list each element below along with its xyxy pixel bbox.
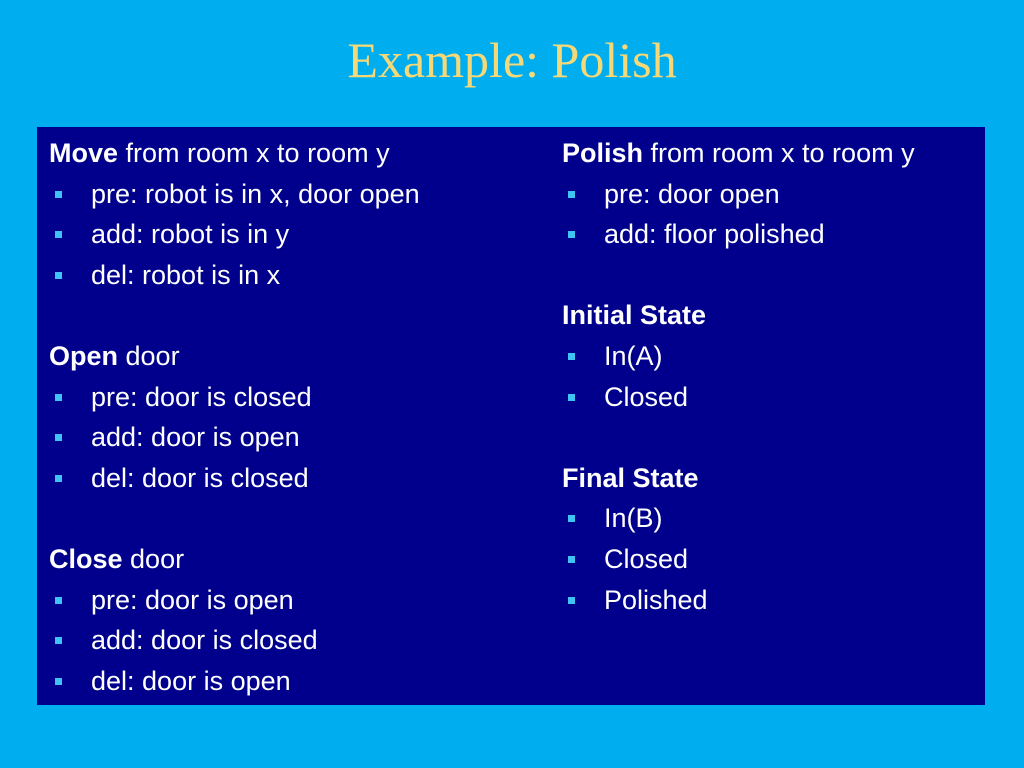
move-heading-bold: Move bbox=[49, 138, 119, 168]
list-item: pre: door open bbox=[562, 174, 982, 215]
open-heading: Open door bbox=[49, 336, 549, 377]
square-bullet-icon bbox=[49, 580, 91, 621]
list-item-text: In(B) bbox=[604, 503, 663, 534]
close-heading-bold: Close bbox=[49, 543, 123, 574]
square-bullet-icon bbox=[49, 417, 91, 458]
list-item-text: Closed bbox=[604, 543, 689, 574]
square-bullet-icon bbox=[562, 580, 604, 621]
square-bullet-icon bbox=[49, 661, 91, 702]
square-bullet-icon bbox=[49, 620, 91, 661]
list-item-text: Polished bbox=[604, 584, 708, 615]
open-heading-rest: door bbox=[118, 340, 180, 371]
move-heading-rest: from room x to room y bbox=[118, 138, 390, 168]
polish-heading: Polish from room x to room y bbox=[562, 133, 982, 174]
list-item: pre: robot is in x, door open bbox=[49, 174, 549, 215]
list-item: add: door is closed bbox=[49, 620, 549, 661]
square-bullet-icon bbox=[49, 458, 91, 499]
list-item-text: Closed bbox=[604, 381, 689, 412]
content-panel: Move from room x to room y pre: robot is… bbox=[37, 127, 985, 705]
square-bullet-icon bbox=[562, 214, 604, 255]
initial-state-heading-bold: Initial State bbox=[562, 300, 707, 331]
list-item: pre: door is open bbox=[49, 580, 549, 621]
final-state-heading-bold: Final State bbox=[562, 462, 699, 493]
left-column: Move from room x to room y pre: robot is… bbox=[49, 133, 549, 701]
square-bullet-icon bbox=[562, 539, 604, 580]
list-item: Closed bbox=[562, 539, 982, 580]
list-item-text: add: robot is in y bbox=[91, 219, 290, 250]
list-item: add: floor polished bbox=[562, 214, 982, 255]
square-bullet-icon bbox=[562, 377, 604, 418]
list-item: add: door is open bbox=[49, 417, 549, 458]
spacer bbox=[49, 498, 549, 539]
final-state-heading: Final State bbox=[562, 458, 982, 499]
square-bullet-icon bbox=[49, 214, 91, 255]
move-heading: Move from room x to room y bbox=[49, 133, 549, 174]
list-item-text: add: door is closed bbox=[91, 625, 318, 656]
square-bullet-icon bbox=[49, 255, 91, 296]
square-bullet-icon bbox=[562, 174, 604, 215]
right-column: Polish from room x to room y pre: door o… bbox=[562, 133, 982, 620]
list-item-text: del: door is closed bbox=[91, 462, 309, 493]
spacer bbox=[562, 255, 982, 296]
close-heading: Close door bbox=[49, 539, 549, 580]
square-bullet-icon bbox=[562, 498, 604, 539]
spacer bbox=[562, 417, 982, 458]
initial-state-heading: Initial State bbox=[562, 295, 982, 336]
list-item: Closed bbox=[562, 377, 982, 418]
list-item-text: pre: door is open bbox=[91, 584, 294, 615]
list-item-text: add: floor polished bbox=[604, 219, 825, 250]
list-item-text: add: door is open bbox=[91, 422, 300, 453]
slide-title: Example: Polish bbox=[347, 32, 677, 88]
square-bullet-icon bbox=[49, 377, 91, 418]
list-item: In(A) bbox=[562, 336, 982, 377]
list-item-text: del: robot is in x bbox=[91, 259, 281, 290]
list-item-text: In(A) bbox=[604, 340, 663, 371]
list-item-text: del: door is open bbox=[91, 665, 291, 696]
list-item: In(B) bbox=[562, 498, 982, 539]
list-item: add: robot is in y bbox=[49, 214, 549, 255]
list-item: del: door is open bbox=[49, 661, 549, 702]
polish-heading-bold: Polish bbox=[562, 138, 644, 168]
polish-heading-rest: from room x to room y bbox=[643, 138, 915, 168]
square-bullet-icon bbox=[562, 336, 604, 377]
list-item-text: pre: robot is in x, door open bbox=[91, 178, 420, 209]
list-item-text: pre: door open bbox=[604, 178, 780, 209]
close-heading-rest: door bbox=[122, 543, 185, 574]
list-item-text: pre: door is closed bbox=[91, 381, 312, 412]
list-item: del: door is closed bbox=[49, 458, 549, 499]
list-item: pre: door is closed bbox=[49, 377, 549, 418]
spacer bbox=[49, 295, 549, 336]
open-heading-bold: Open bbox=[49, 340, 119, 371]
list-item: Polished bbox=[562, 580, 982, 621]
square-bullet-icon bbox=[49, 174, 91, 215]
list-item: del: robot is in x bbox=[49, 255, 549, 296]
